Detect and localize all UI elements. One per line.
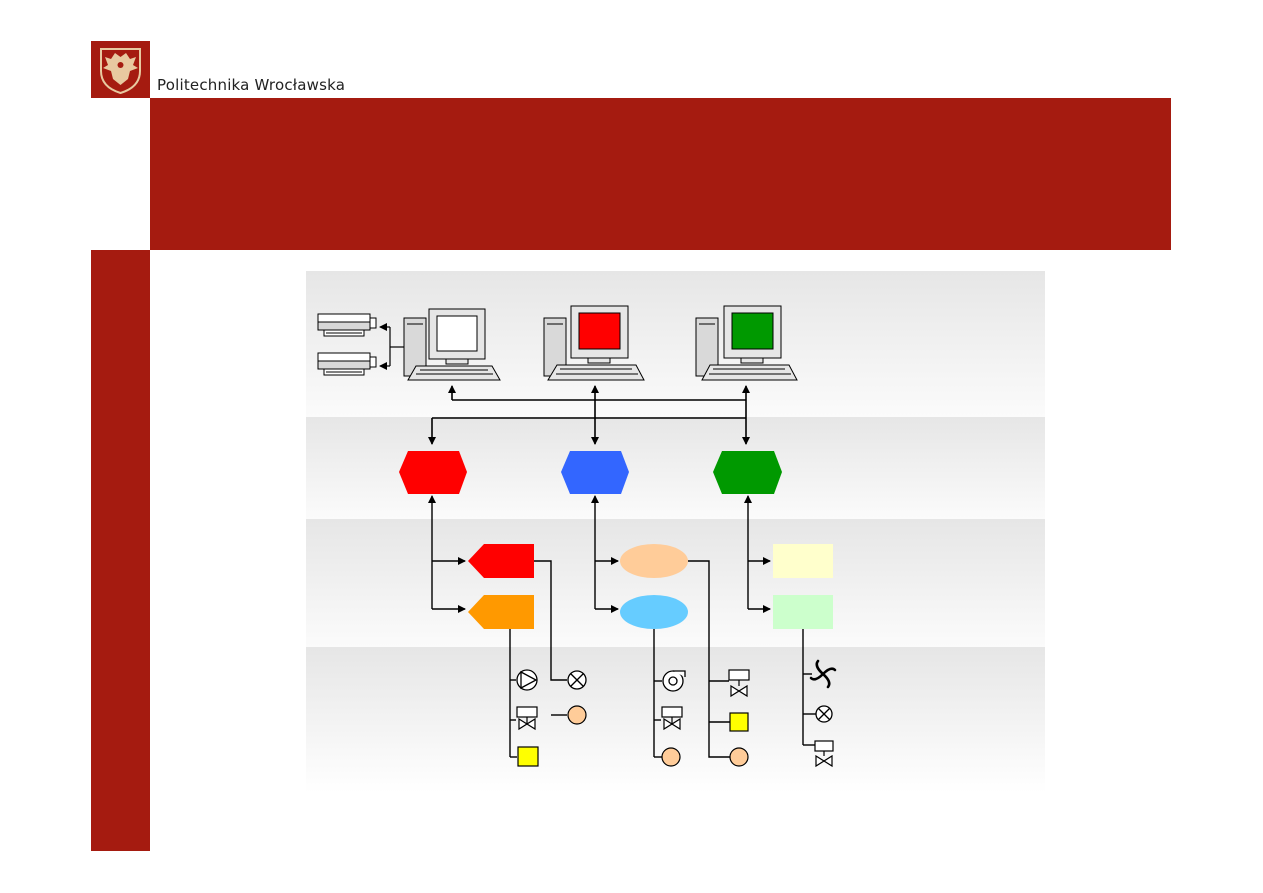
left-accent-strip — [91, 250, 150, 851]
institution-name: Politechnika Wrocławska — [157, 76, 346, 94]
valve-actuator-icon — [661, 706, 683, 731]
blower-icon — [662, 670, 686, 692]
lamp-cross-icon — [567, 670, 587, 690]
controller-blue — [561, 451, 629, 494]
valve-actuator-icon — [516, 706, 538, 731]
fan-icon — [809, 659, 837, 689]
io-module-cream — [773, 544, 833, 578]
printer-icon — [317, 313, 377, 337]
printer-icon — [317, 352, 377, 376]
peach-circle-sensor — [661, 747, 681, 767]
workstation-1 — [403, 308, 501, 381]
io-links — [428, 495, 771, 613]
eagle-crest-icon — [100, 48, 141, 95]
valve-actuator-icon — [728, 669, 750, 698]
university-logo — [91, 41, 150, 98]
io-module-mint — [773, 595, 833, 629]
valve-actuator-icon — [814, 740, 834, 768]
yellow-square-sensor — [729, 712, 749, 732]
slide-title-bar — [150, 98, 1171, 250]
yellow-square-sensor — [517, 746, 539, 767]
peach-circle-sensor — [729, 747, 749, 767]
lamp-cross-icon — [815, 705, 833, 723]
field-wiring — [509, 560, 816, 758]
io-module-peach — [620, 544, 688, 578]
peach-circle-sensor — [567, 705, 587, 725]
io-module-cyan — [620, 595, 688, 629]
workstation-3 — [695, 305, 798, 381]
io-module-orange — [468, 595, 534, 629]
controller-green — [713, 451, 782, 494]
control-system-hierarchy-diagram — [306, 271, 1045, 793]
workstation-2 — [543, 305, 645, 381]
io-module-red — [468, 544, 534, 578]
controller-red — [399, 451, 467, 494]
level-band-field — [306, 647, 1045, 793]
management-network-bus — [428, 385, 750, 445]
level-band-io — [306, 519, 1045, 647]
pump-icon — [516, 669, 538, 691]
